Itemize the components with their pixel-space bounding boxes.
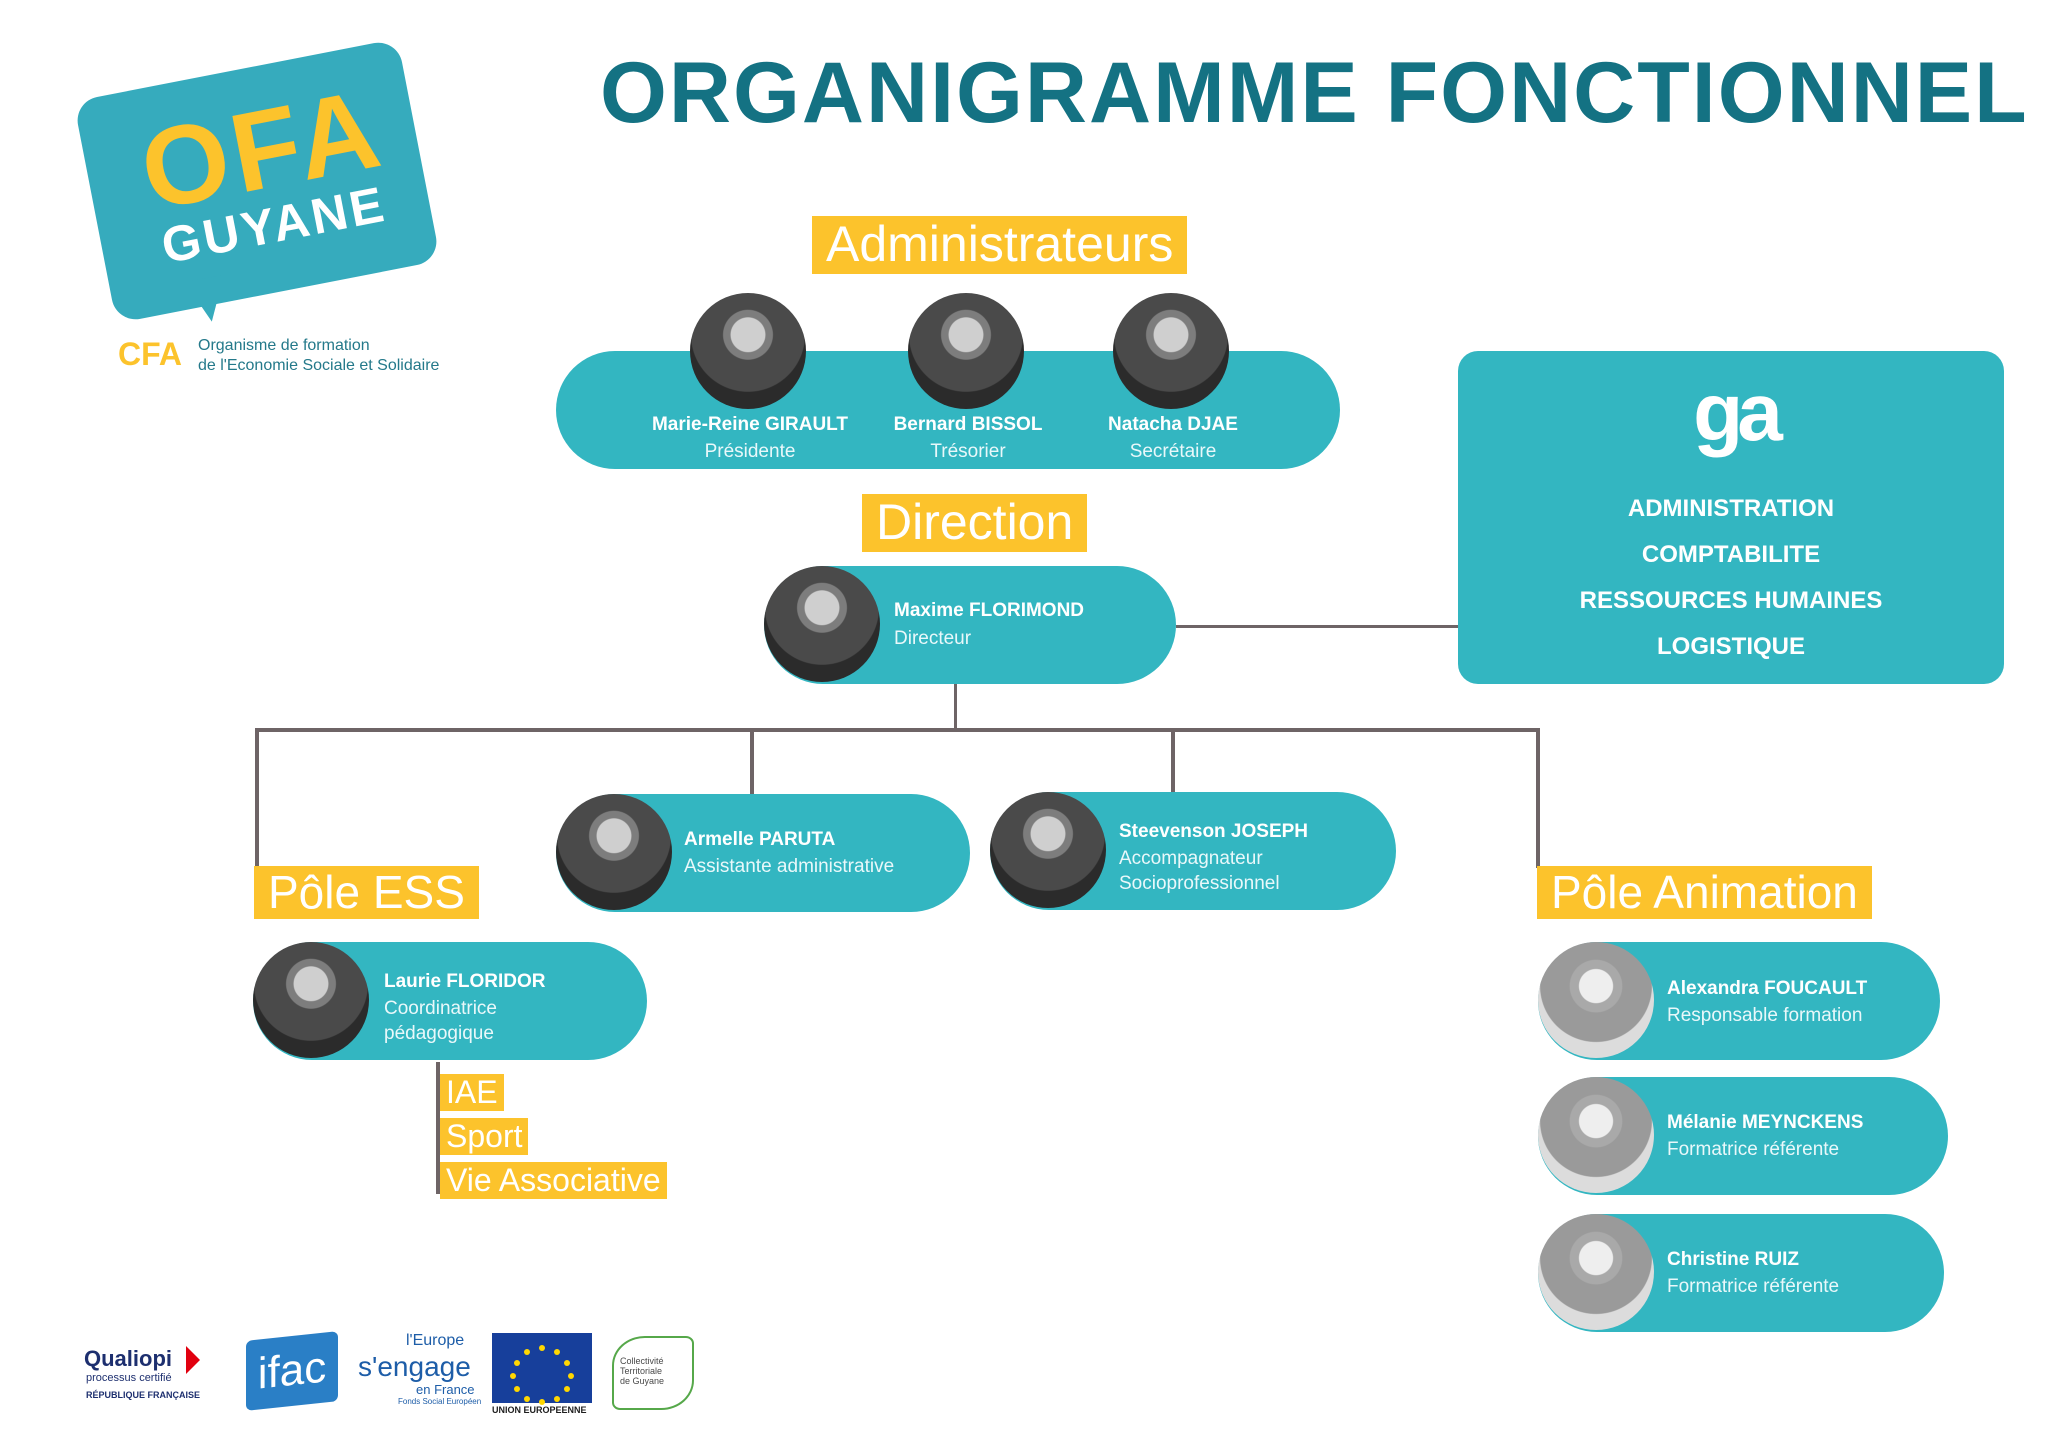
admin-name: Natacha DJAE xyxy=(1108,414,1238,435)
connector-direction-admin xyxy=(1176,625,1458,628)
avatar-christine-ruiz xyxy=(1538,1214,1654,1330)
ofa-logo-tail xyxy=(184,274,232,326)
collectivite-guyane-logo: Collectivité Territoriale de Guyane xyxy=(612,1336,694,1410)
activity-label: IAE xyxy=(440,1074,504,1111)
avatar-alexandra-foucault xyxy=(1538,942,1654,1058)
staff-role: Socioprofessionnel xyxy=(1119,873,1280,894)
activity-label: Vie Associative xyxy=(440,1162,667,1199)
animation-name: Mélanie MEYNCKENS xyxy=(1667,1112,1864,1133)
republique-francaise-label: RÉPUBLIQUE FRANÇAISE xyxy=(86,1390,201,1400)
ctg-line2: Territoriale xyxy=(620,1366,663,1376)
ga-logo: ga xyxy=(1693,367,1783,458)
connector-activities xyxy=(436,1062,440,1194)
europe-line2: s'engage xyxy=(358,1351,471,1382)
connector-pole-animation xyxy=(1536,728,1540,868)
avatar-melanie-meynckens xyxy=(1538,1077,1654,1193)
connector-horizontal xyxy=(255,728,1537,732)
admin-role: Présidente xyxy=(704,441,796,462)
ctg-line3: de Guyane xyxy=(620,1376,665,1386)
avatar-maxime-florimond xyxy=(764,566,880,682)
logo-subtitle: Organisme de formation de l'Economie Soc… xyxy=(198,336,439,376)
eu-flag-icon xyxy=(492,1333,592,1405)
qualiopi-arrow-icon xyxy=(186,1346,200,1374)
animation-role: Responsable formation xyxy=(1667,1005,1863,1026)
staff-name: Steevenson JOSEPH xyxy=(1119,821,1309,842)
ifac-logo: ifac xyxy=(246,1331,338,1411)
logo-subtitle-line1: Organisme de formation xyxy=(198,337,370,354)
pole-ess-name: Laurie FLORIDOR xyxy=(384,971,546,992)
europe-line4: Fonds Social Européen xyxy=(398,1397,482,1406)
section-label-administrateurs: Administrateurs xyxy=(812,216,1188,274)
union-europeenne-label: UNION EUROPEENNE xyxy=(492,1405,587,1415)
staff-role: Accompagnateur xyxy=(1119,848,1263,869)
logo-cfa-text: CFA xyxy=(118,336,182,372)
connector-armelle xyxy=(750,728,754,796)
admin-role: Secrétaire xyxy=(1129,441,1217,462)
staff-name: Armelle PARUTA xyxy=(684,829,836,850)
admin-box-item: ADMINISTRATION xyxy=(1627,495,1835,522)
qualiopi-subtitle: processus certifié xyxy=(86,1372,172,1384)
connector-pole-ess xyxy=(255,728,259,866)
section-label-direction: Direction xyxy=(862,494,1088,552)
admin-name: Bernard BISSOL xyxy=(893,414,1043,435)
avatar-marie-reine-girault xyxy=(690,293,806,409)
administration-box xyxy=(1458,351,2004,684)
animation-role: Formatrice référente xyxy=(1667,1276,1840,1297)
section-label-pole-ess: Pôle ESS xyxy=(254,866,479,919)
pole-ess-role: pédagogique xyxy=(384,1023,494,1044)
admin-name: Marie-Reine GIRAULT xyxy=(651,414,848,435)
direction-role: Directeur xyxy=(894,628,972,649)
europe-line1: l'Europe xyxy=(406,1332,465,1349)
direction-name: Maxime FLORIMOND xyxy=(894,600,1085,621)
admin-box-item: RESSOURCES HUMAINES xyxy=(1579,587,1883,614)
staff-role: Assistante administrative xyxy=(684,856,895,877)
page-title: ORGANIGRAMME FONCTIONNEL xyxy=(600,45,2029,141)
admin-box-item: COMPTABILITE xyxy=(1641,541,1821,568)
avatar-laurie-floridor xyxy=(253,942,369,1058)
animation-name: Alexandra FOUCAULT xyxy=(1667,978,1868,999)
connector-steevenson xyxy=(1171,728,1175,794)
avatar-steevenson-joseph xyxy=(990,792,1106,908)
avatar-natacha-djae xyxy=(1113,293,1229,409)
section-label-pole-animation: Pôle Animation xyxy=(1537,866,1872,919)
qualiopi-logo: Qualiopi xyxy=(84,1346,172,1371)
admin-role: Trésorier xyxy=(930,441,1006,462)
avatar-bernard-bissol xyxy=(908,293,1024,409)
animation-name: Christine RUIZ xyxy=(1667,1249,1799,1270)
activity-label: Sport xyxy=(440,1118,529,1155)
europe-line3: en France xyxy=(416,1382,475,1397)
connector-direction-down xyxy=(954,684,957,729)
animation-role: Formatrice référente xyxy=(1667,1139,1840,1160)
europe-sengage-logo: l'Europe s'engage en France Fonds Social… xyxy=(358,1330,481,1407)
pole-ess-role: Coordinatrice xyxy=(384,998,497,1019)
admin-box-item: LOGISTIQUE xyxy=(1656,633,1805,660)
logo-subtitle-line2: de l'Economie Sociale et Solidaire xyxy=(198,357,440,374)
ctg-line1: Collectivité xyxy=(620,1356,664,1366)
avatar-armelle-paruta xyxy=(556,794,672,910)
